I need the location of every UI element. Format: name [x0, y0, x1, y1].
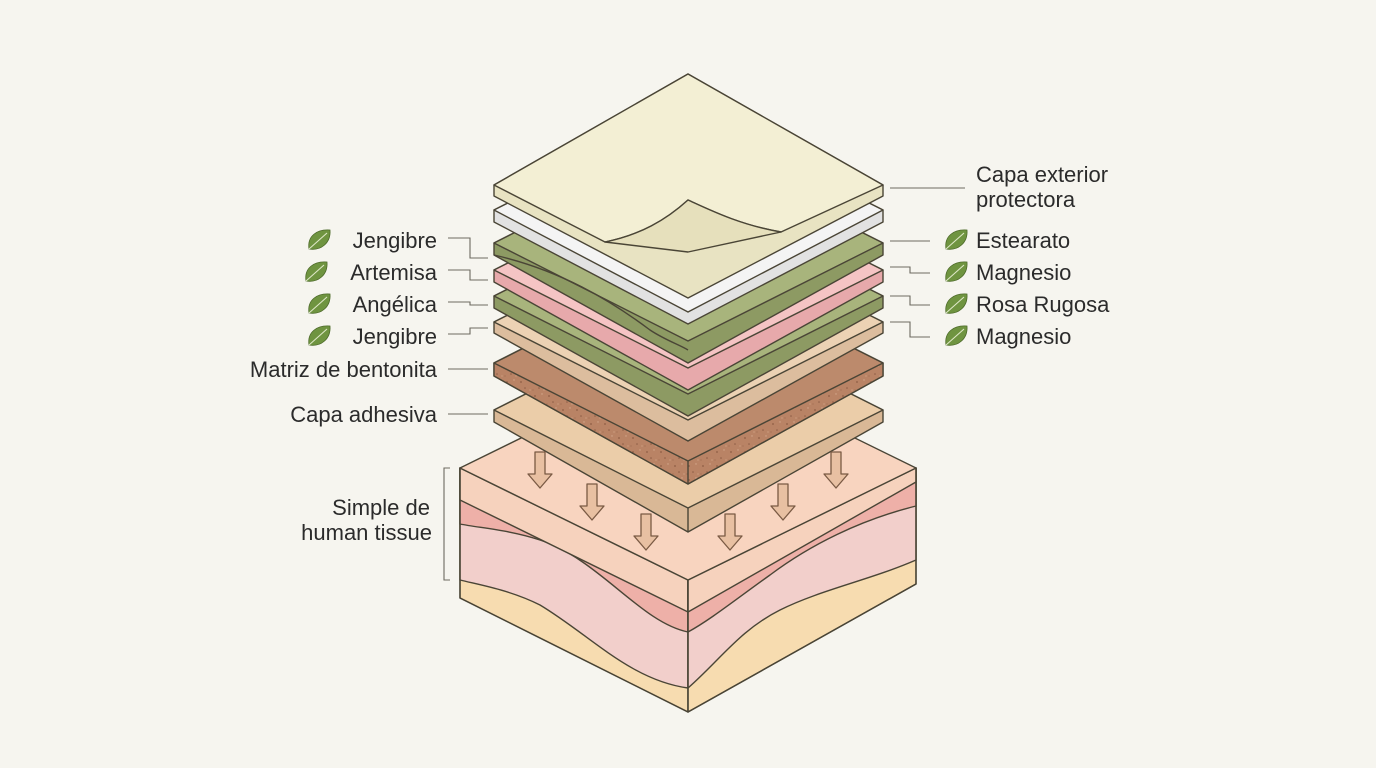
- label-estearato: Estearato: [976, 228, 1070, 253]
- outer-protective-layer: [493, 73, 884, 299]
- label-adhesive-layer: Capa adhesiva: [290, 402, 438, 427]
- leaf-icon: [945, 261, 968, 282]
- leaf-icon: [945, 325, 968, 346]
- right-labels: Capa exterior protectora Estearato Magne…: [945, 162, 1110, 349]
- label-tissue-line2: human tissue: [301, 520, 432, 545]
- leaf-icon: [945, 293, 968, 314]
- leaf-icon: [308, 229, 331, 250]
- label-outer-layer-line1: Capa exterior: [976, 162, 1108, 187]
- label-magnesio-1: Magnesio: [976, 260, 1071, 285]
- leaf-icon: [308, 293, 331, 314]
- label-bentonite-matrix: Matriz de bentonita: [250, 357, 438, 382]
- label-outer-layer-line2: protectora: [976, 187, 1076, 212]
- label-jengibre-1: Jengibre: [353, 228, 437, 253]
- leaf-icon: [308, 325, 331, 346]
- leaf-icon: [305, 261, 328, 282]
- label-artemisa: Artemisa: [350, 260, 438, 285]
- label-rosa-rugosa: Rosa Rugosa: [976, 292, 1110, 317]
- leaf-icon: [945, 229, 968, 250]
- label-magnesio-2: Magnesio: [976, 324, 1071, 349]
- label-tissue-line1: Simple de: [332, 495, 430, 520]
- left-labels: Jengibre Artemisa Angélica Jengibre Matr…: [250, 228, 438, 545]
- label-angelica: Angélica: [353, 292, 438, 317]
- leader-lines: [443, 187, 965, 581]
- label-jengibre-2: Jengibre: [353, 324, 437, 349]
